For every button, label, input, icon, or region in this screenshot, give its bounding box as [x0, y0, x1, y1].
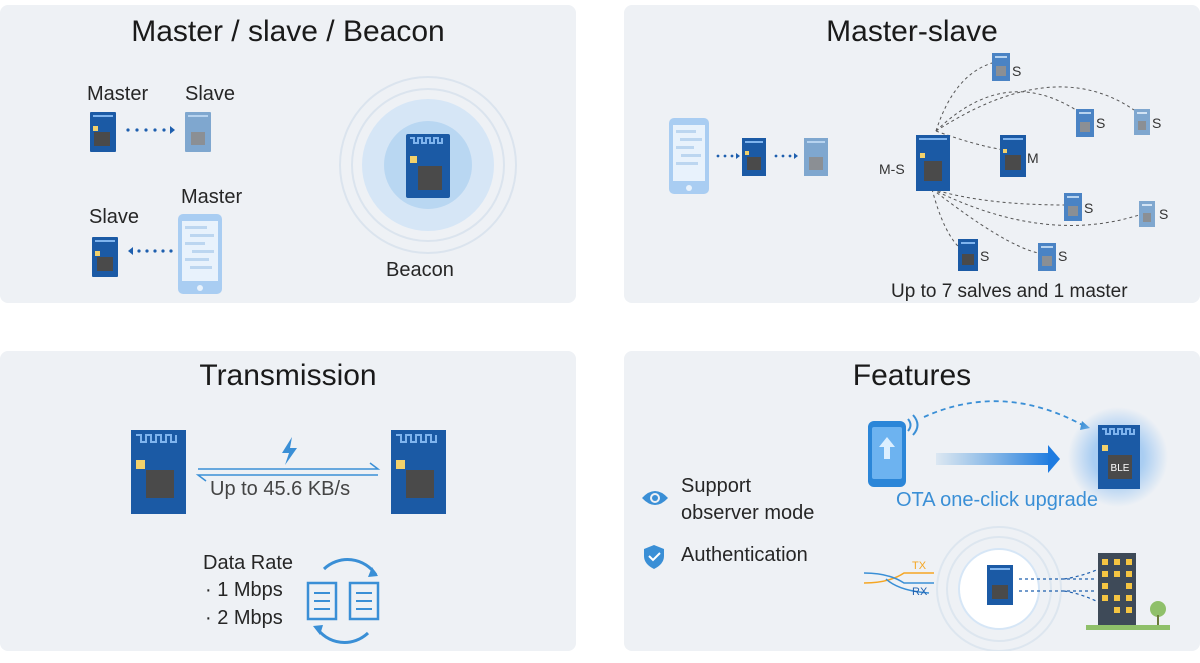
data-rate-label: Data Rate: [203, 552, 294, 574]
tx-label: TX: [912, 560, 927, 572]
dashed-links: [931, 62, 1140, 254]
ble-chip-label: BLE: [1111, 463, 1130, 474]
slave-module: [185, 112, 211, 152]
feature-observer-line2: observer mode: [681, 502, 815, 524]
panel-features-title: Features: [852, 359, 972, 392]
dotted-arrow-1: [716, 153, 740, 159]
slave-1: [992, 53, 1010, 81]
masterslave-caption: Up to 7 salves and 1 master: [891, 281, 1128, 302]
module-left: [131, 430, 186, 514]
ota-label: OTA one-click upgrade: [896, 489, 1098, 511]
ground: [1086, 625, 1170, 630]
transceiver-module: [987, 565, 1013, 605]
ota-phone-icon: [868, 421, 906, 487]
label-s-5: S: [1159, 206, 1169, 222]
panel-features: Features Support observer mode Authentic…: [624, 351, 1200, 651]
panel-transmission-title: Transmission: [199, 359, 377, 392]
label-slave-top: Slave: [185, 83, 236, 105]
masterslave-illustration: [669, 53, 1155, 271]
module-m: [1000, 135, 1026, 177]
eye-icon: [642, 491, 668, 505]
module-faded: [804, 138, 828, 176]
building-icon: [1098, 553, 1136, 627]
label-s-6: S: [980, 248, 990, 264]
phone-icon: [669, 118, 709, 194]
slave-6: [958, 239, 978, 271]
slave-7: [1038, 243, 1056, 271]
shield-check-icon: [644, 545, 664, 569]
label-m: M: [1027, 150, 1039, 166]
beacon-module: [406, 134, 450, 198]
rx-label: RX: [912, 586, 928, 598]
label-s-2: S: [1096, 115, 1106, 131]
panel-masterslave-title: Master-slave: [826, 15, 998, 48]
modes-illustration: [90, 76, 517, 294]
ble-module: BLE: [1098, 425, 1140, 489]
transmission-illustration: [131, 430, 446, 644]
label-beacon: Beacon: [386, 259, 454, 281]
ota-dashed-arc: [923, 400, 1087, 428]
dotted-arrow-2: [774, 153, 798, 159]
panel-masterslave: Master-slave M-S M S S S S S S S Up to 7…: [624, 5, 1200, 303]
label-s-7: S: [1058, 248, 1068, 264]
label-master-top: Master: [87, 83, 149, 105]
tx-rx-lines: [863, 572, 934, 594]
label-s-1: S: [1012, 63, 1022, 79]
feature-authentication: Authentication: [681, 544, 808, 566]
sync-documents-icon: [306, 558, 380, 644]
tree-icon: [1150, 601, 1166, 625]
label-slave-bottom: Slave: [89, 206, 140, 228]
module-ms: [916, 135, 950, 191]
slave-4: [1064, 193, 1082, 221]
dotted-arrow-right: [126, 126, 175, 134]
module-right: [391, 430, 446, 514]
label-s-4: S: [1084, 200, 1094, 216]
data-rate-1mbps: · 1 Mbps: [205, 579, 283, 601]
panel-transmission: Transmission Up to 45.6 KB/s Data Rate ·…: [0, 351, 576, 651]
features-illustration: BLE TX RX: [642, 400, 1170, 651]
label-ms: M-S: [879, 161, 905, 177]
lightning-icon: [282, 437, 297, 465]
panel-modes: Master / slave / Beacon Master Slave Mas…: [0, 5, 576, 303]
slave-3: [1134, 109, 1150, 135]
slave-module-bottom: [92, 237, 118, 277]
feature-observer-line1: Support: [681, 475, 752, 497]
data-rate-2mbps: · 2 Mbps: [205, 607, 283, 629]
module-master: [742, 138, 766, 176]
ota-arrow-bar: [936, 453, 1051, 465]
label-master-phone: Master: [181, 186, 243, 208]
wifi-signal-icon: [907, 414, 919, 436]
slave-5: [1139, 201, 1155, 227]
upload-arrow-icon: [879, 437, 895, 459]
phone-icon: [178, 214, 222, 294]
master-module: [90, 112, 116, 152]
bidirectional-arrow: [195, 462, 381, 482]
link-arrows: [1019, 565, 1107, 607]
transmission-speed: Up to 45.6 KB/s: [210, 478, 351, 500]
slave-2: [1076, 109, 1094, 137]
label-s-3: S: [1152, 115, 1162, 131]
panel-modes-title: Master / slave / Beacon: [131, 15, 445, 48]
dotted-arrow-left: [128, 247, 173, 255]
